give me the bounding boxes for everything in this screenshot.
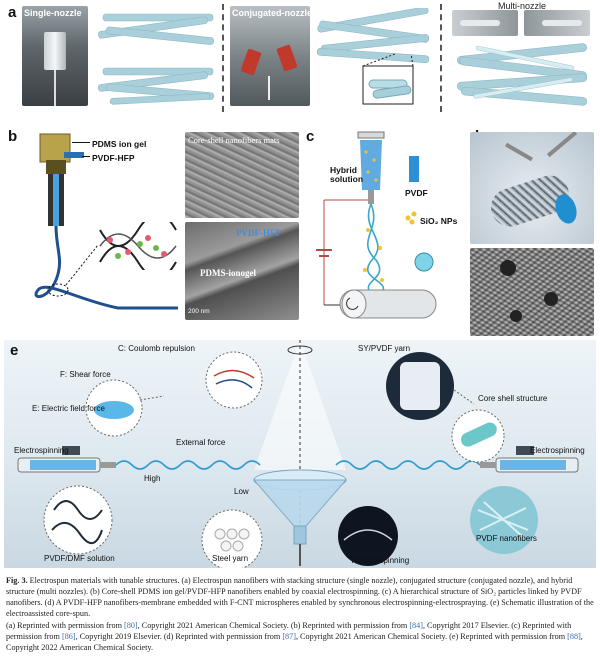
panel-a-label: a xyxy=(8,4,17,21)
core-shell-label: Core shell structure xyxy=(478,394,548,403)
hybrid-electrospinning-diagram xyxy=(316,131,437,319)
coaxial-nozzle-diagram xyxy=(34,133,178,310)
conjugated-fibers-diagram xyxy=(316,8,430,105)
core-shell-fiber-bundle xyxy=(98,222,178,270)
sem-top-label: Core-shell nanofibers mats xyxy=(188,135,280,145)
sem-scale-bar: 200 nm xyxy=(188,308,210,315)
credit-a: (a) Reprinted with permission from xyxy=(6,621,125,630)
membrane-render xyxy=(470,248,594,336)
panel-b-label: b xyxy=(8,128,18,145)
credit-f: , Copyright 2022 American Chemical Socie… xyxy=(6,632,583,652)
external-force-label: External force xyxy=(176,438,226,447)
twisted-label: Twisted spinning xyxy=(350,556,410,565)
credit-d: , Copyright 2019 Elsevier. (d) Reprinted… xyxy=(75,632,283,641)
low-label: Low xyxy=(234,487,249,496)
ref-84-link[interactable]: [84] xyxy=(409,621,423,630)
figure-credits: (a) Reprinted with permission from [80],… xyxy=(6,620,596,653)
divider-a1 xyxy=(222,4,224,112)
credit-e: , Copyright 2021 American Chemical Socie… xyxy=(295,632,568,641)
ref-80-link[interactable]: [80] xyxy=(124,621,138,630)
electrospinning-right-label: Electrospinning xyxy=(530,446,585,455)
yarn-label: SY/PVDF yarn xyxy=(358,344,411,353)
figure-number: Fig. 3. xyxy=(6,576,28,585)
pvdf-legend: PVDF xyxy=(405,188,428,198)
pvdf-dmf-label: PVDF/DMF solution xyxy=(44,554,115,563)
credit-b: , Copyright 2021 American Chemical Socie… xyxy=(137,621,410,630)
caption-text: Electrospun materials with tunable struc… xyxy=(6,576,594,618)
high-label: High xyxy=(144,474,161,483)
stacked-fibers-diagram xyxy=(98,13,215,105)
multi-nozzle-photo-left xyxy=(452,10,518,36)
hybrid-solution-label: Hybrid solution xyxy=(330,165,364,184)
efield-label: E: Electric field force xyxy=(32,404,105,413)
single-nozzle-label: Single-nozzle xyxy=(24,8,82,18)
sem-bottom-image xyxy=(185,222,299,320)
conjugated-nozzle-photo xyxy=(230,6,310,106)
conjugated-nozzle-label: Conjugated-nozzle xyxy=(232,8,312,18)
sem-bottom-label-shell: PVDF-HFP xyxy=(236,228,281,238)
sem-top-image xyxy=(185,132,299,218)
sem-bottom-label-core: PDMS-ionogel xyxy=(200,268,256,278)
ref-86-link[interactable]: [86] xyxy=(61,632,76,641)
figure-caption: Fig. 3. Electrospun materials with tunab… xyxy=(6,575,596,619)
single-nozzle-photo xyxy=(22,6,88,106)
sio2-legend: SiO₂ NPs xyxy=(420,216,458,226)
panel-c-label: c xyxy=(306,128,315,145)
multi-nozzle-label: Multi-nozzle xyxy=(498,1,547,11)
panel-e-label: e xyxy=(10,342,19,359)
electrospinning-left-label: Electrospinning xyxy=(14,446,69,455)
shear-label: F: Shear force xyxy=(60,370,111,379)
divider-a2 xyxy=(440,4,442,112)
multi-nozzle-photo-right xyxy=(524,10,590,36)
steel-yarn-label: Steel yarn xyxy=(212,554,249,563)
core-spun-schematic xyxy=(17,340,579,568)
ref-87-link[interactable]: [87] xyxy=(282,632,296,641)
legend-pdms: PDMS ion gel xyxy=(92,139,147,149)
legend-pvdf-hfp: PVDF-HFP xyxy=(92,153,135,163)
ref-88-link[interactable]: [88] xyxy=(567,632,581,641)
hybrid-fibers-diagram xyxy=(456,43,588,106)
electrospraying-render xyxy=(470,132,594,244)
pvdf-nanofibers-label: PVDF nanofibers xyxy=(476,534,537,543)
coulomb-label: C: Coulomb repulsion xyxy=(118,344,195,353)
credit-c: , Copyright 2017 Elsevier. (c) Reprinted… xyxy=(6,621,572,641)
